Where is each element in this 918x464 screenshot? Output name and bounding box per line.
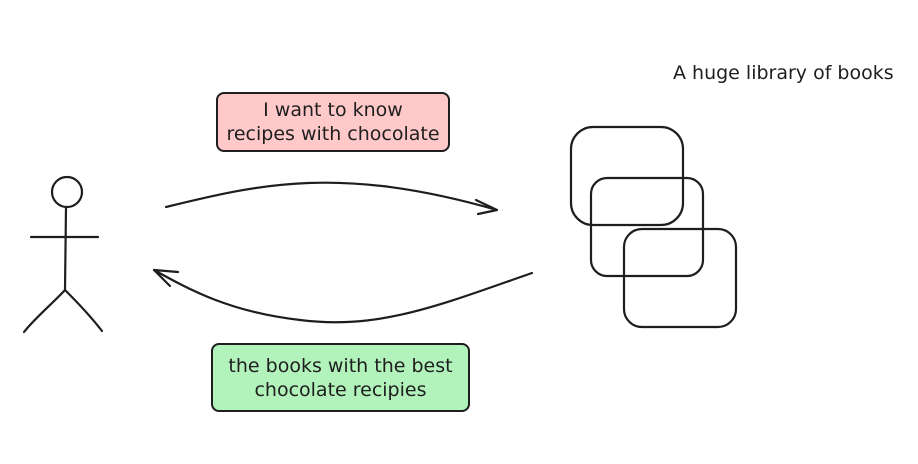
request-arrow xyxy=(164,181,499,216)
stick-figure-icon xyxy=(22,175,104,334)
book-middle xyxy=(589,176,705,278)
stacked-books-icon xyxy=(569,125,738,329)
response-note: the books with the best chocolate recipi… xyxy=(211,343,470,412)
library-label: A huge library of books xyxy=(673,62,894,84)
book-back xyxy=(569,125,685,227)
request-note: I want to know recipes with chocolate xyxy=(216,92,450,152)
book-front xyxy=(622,227,738,329)
response-arrow xyxy=(152,268,534,324)
